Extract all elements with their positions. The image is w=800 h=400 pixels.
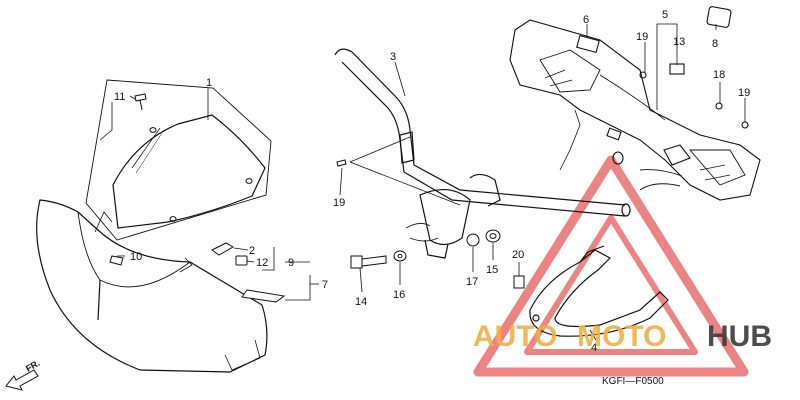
callout-14: 14: [355, 296, 367, 308]
watermark-triangle: [473, 155, 749, 377]
callout-19-handlebar: 19: [333, 197, 345, 209]
watermark-part-hub: HUB: [707, 320, 772, 353]
callout-1: 1: [206, 77, 212, 89]
callout-20: 20: [512, 249, 524, 261]
leader-lines: [99, 23, 746, 341]
callout-15: 15: [486, 264, 498, 276]
callout-16: 16: [393, 289, 405, 301]
front-direction-arrow: FR.: [5, 358, 42, 391]
callout-11: 11: [114, 91, 125, 103]
watermark-text: AUTO MOTO HUB: [473, 320, 772, 353]
callout-6: 6: [583, 14, 589, 26]
callout-7: 7: [322, 279, 328, 291]
small-parts: [109, 93, 286, 303]
callout-10: 10: [130, 251, 142, 263]
lower-bracket: [529, 245, 669, 337]
callout-12: 12: [256, 257, 268, 269]
callout-4: 4: [591, 342, 597, 354]
callout-13: 13: [673, 36, 685, 48]
callout-8: 8: [712, 38, 718, 50]
callout-9: 9: [288, 257, 294, 269]
front-cover: [36, 199, 268, 373]
handlebar: [334, 48, 631, 259]
callout-19-upper: 19: [636, 31, 648, 43]
callout-18: 18: [713, 69, 725, 81]
fasteners: [336, 159, 525, 289]
direction-label: FR.: [24, 358, 42, 374]
callout-17: 17: [466, 276, 478, 288]
callout-19-right: 19: [738, 87, 750, 99]
callout-2: 2: [249, 245, 255, 257]
watermark-part-auto: AUTO: [473, 320, 557, 353]
headlight-bracket: [509, 6, 761, 201]
callout-3: 3: [390, 51, 396, 63]
diagram-code: KGFI—F0500: [602, 376, 664, 387]
watermark-part-moto: MOTO: [577, 320, 666, 353]
windscreen: [85, 79, 272, 241]
callout-5: 5: [662, 9, 668, 21]
